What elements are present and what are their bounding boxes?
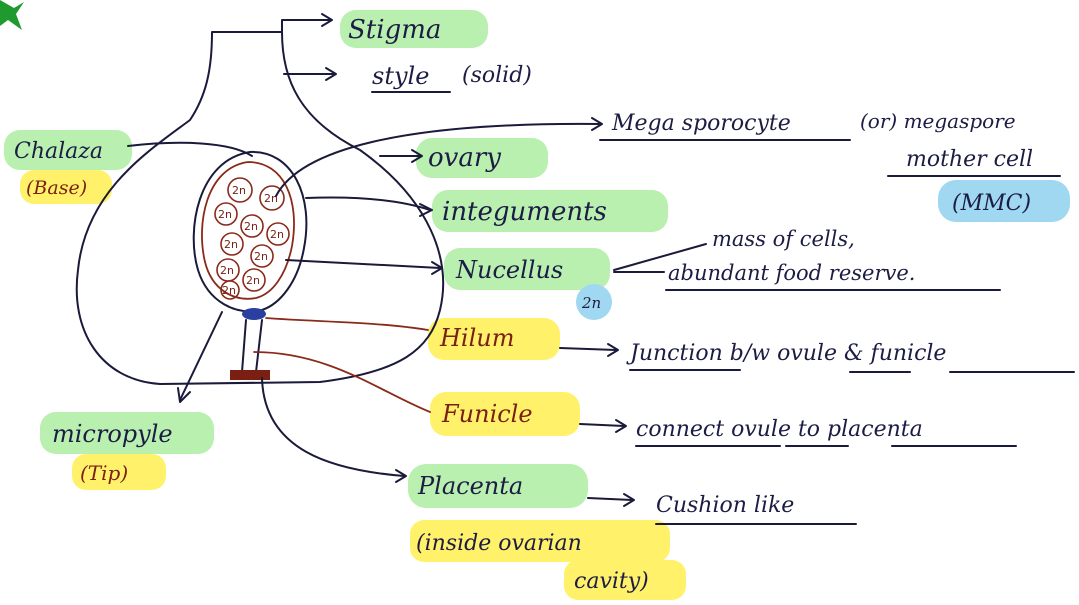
stigma-label: Stigma bbox=[348, 15, 441, 45]
placenta-desc-pointer bbox=[588, 498, 632, 500]
chalaza-label: Chalaza bbox=[14, 139, 103, 164]
funicle-desc-pointer bbox=[580, 424, 624, 426]
placenta-mark bbox=[230, 370, 270, 380]
placenta-note1: (inside ovarian bbox=[416, 531, 582, 556]
hilum-desc-pointer bbox=[560, 348, 616, 350]
funicle-stalk-left bbox=[242, 320, 246, 372]
placenta-pointer bbox=[262, 378, 404, 476]
cell-ploidy-label: 2n bbox=[246, 274, 260, 287]
cell-ploidy-label: 2n bbox=[220, 264, 234, 277]
style-label: style bbox=[372, 62, 429, 90]
cell-ploidy-label: 2n bbox=[232, 184, 246, 197]
hilum-mark bbox=[242, 308, 266, 320]
hilum-label: Hilum bbox=[439, 324, 515, 352]
mmc-label: (MMC) bbox=[952, 191, 1031, 216]
nucellus-pointer bbox=[286, 260, 440, 268]
funicle-desc: connect ovule to placenta bbox=[636, 417, 923, 442]
micropyle-pointer bbox=[180, 312, 222, 400]
nucellus-desc2: abundant food reserve. bbox=[668, 261, 915, 285]
placenta-label: Placenta bbox=[417, 472, 523, 500]
star-icon bbox=[0, 0, 24, 30]
chalaza-note: (Base) bbox=[26, 177, 87, 199]
nucellus-label: Nucellus bbox=[455, 256, 563, 284]
nucellus-ploidy: 2n bbox=[581, 294, 601, 312]
cell-ploidy-label: 2n bbox=[224, 238, 238, 251]
integuments-label: integuments bbox=[442, 197, 607, 227]
style-note: (solid) bbox=[462, 63, 532, 88]
mother-cell-label: mother cell bbox=[906, 147, 1033, 172]
cell-ploidy-label: 2n bbox=[244, 220, 258, 233]
placenta-note2: cavity) bbox=[574, 569, 649, 594]
cell-ploidy-label: 2n bbox=[254, 250, 268, 263]
hilum-desc: Junction b/w ovule & funicle bbox=[626, 341, 946, 366]
cell-ploidy-label: 2n bbox=[218, 208, 232, 221]
micropyle-note: (Tip) bbox=[80, 461, 128, 485]
funicle-stalk-right bbox=[256, 320, 262, 372]
cell-ploidy-label: 2n bbox=[264, 192, 278, 205]
placenta-desc: Cushion like bbox=[656, 493, 794, 518]
nucellus-desc1: mass of cells, bbox=[712, 227, 855, 251]
micropyle-label: micropyle bbox=[52, 420, 173, 448]
cell-ploidy-label: 2n bbox=[270, 228, 284, 241]
cell-ploidy-label: 2n bbox=[222, 284, 236, 297]
megasporocyte-label: Mega sporocyte bbox=[611, 111, 791, 136]
integuments-arrowhead bbox=[420, 204, 432, 216]
ovary-label: ovary bbox=[428, 143, 501, 173]
funicle-label: Funicle bbox=[441, 400, 533, 428]
hilum-pointer bbox=[266, 318, 428, 330]
megaspore-label: (or) megaspore bbox=[860, 109, 1016, 133]
